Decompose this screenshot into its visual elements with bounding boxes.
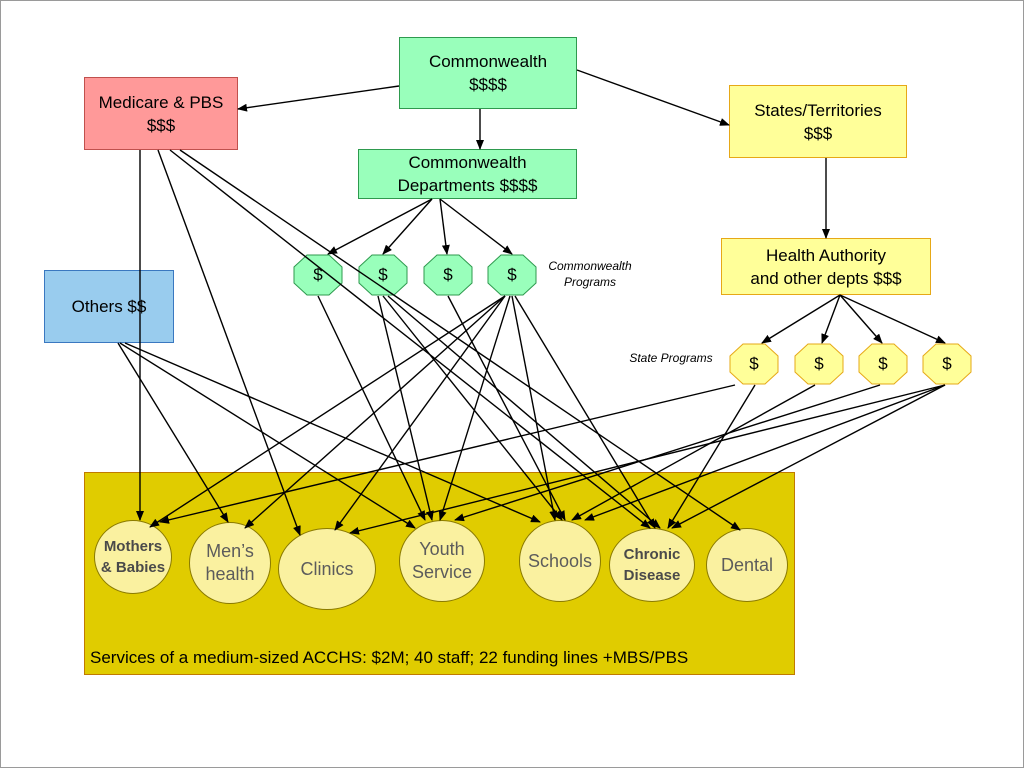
- chronic-line1: Chronic: [623, 546, 681, 563]
- mothers-line2: & Babies: [100, 559, 166, 576]
- state-program-3: $: [858, 343, 908, 385]
- commonwealth-box: Commonwealth $$$$: [399, 37, 577, 109]
- service-clinics: Clinics: [278, 528, 376, 610]
- schools-label: Schools: [527, 550, 593, 571]
- commonwealth-amount: $$$$: [469, 75, 507, 94]
- health-authority-line2: and other depts $$$: [750, 268, 902, 288]
- state-program-4: $: [922, 343, 972, 385]
- others-label: Others $$: [71, 297, 147, 316]
- program-symbol: $: [814, 354, 824, 373]
- health-authority-box: Health Authority and other depts $$$: [721, 238, 931, 295]
- program-symbol: $: [443, 265, 453, 284]
- others-box: Others $$: [44, 270, 174, 343]
- service-schools: Schools: [519, 520, 601, 602]
- service-mothers-babies: Mothers & Babies: [94, 520, 172, 594]
- mothers-line1: Mothers: [103, 538, 163, 555]
- dental-label: Dental: [720, 554, 774, 575]
- program-symbol: $: [878, 354, 888, 373]
- medicare-title: Medicare & PBS: [98, 92, 224, 112]
- medicare-pbs-box: Medicare & PBS $$$: [84, 77, 238, 150]
- state-program-2: $: [794, 343, 844, 385]
- state-programs-label: State Programs: [629, 351, 713, 365]
- states-title: States/Territories: [754, 100, 882, 120]
- commonwealth-departments-box: Commonwealth Departments $$$$: [358, 149, 577, 199]
- state-program-1: $: [729, 343, 779, 385]
- cw-programs-line1: Commonwealth: [548, 259, 632, 273]
- services-caption: Services of a medium-sized ACCHS: $2M; 4…: [90, 648, 689, 667]
- clinics-label: Clinics: [300, 558, 354, 579]
- service-dental: Dental: [706, 528, 788, 602]
- mens-line1: Men’s: [206, 541, 254, 561]
- commonwealth-title: Commonwealth: [428, 52, 548, 71]
- octagon-shape: [858, 343, 908, 385]
- medicare-amount: $$$: [146, 115, 176, 135]
- commonwealth-program-1: $: [293, 254, 343, 296]
- commonwealth-programs-label: Commonwealth Programs: [536, 258, 644, 290]
- states-territories-box: States/Territories $$$: [729, 85, 907, 158]
- youth-line1: Youth: [419, 539, 465, 559]
- cw-departments-line1: Commonwealth: [408, 153, 527, 172]
- program-symbol: $: [378, 265, 388, 284]
- chronic-line2: Disease: [623, 567, 681, 584]
- health-authority-line1: Health Authority: [765, 245, 886, 265]
- commonwealth-program-4: $: [487, 254, 537, 296]
- service-mens-health: Men’s health: [189, 522, 271, 604]
- program-symbol: $: [942, 354, 952, 373]
- octagon-shape: [922, 343, 972, 385]
- program-symbol: $: [749, 354, 759, 373]
- mens-line2: health: [205, 564, 255, 584]
- states-amount: $$$: [803, 123, 833, 143]
- commonwealth-program-3: $: [423, 254, 473, 296]
- cw-departments-line2: Departments $$$$: [397, 176, 538, 195]
- youth-line2: Service: [411, 562, 473, 582]
- program-symbol: $: [507, 265, 517, 284]
- commonwealth-program-2: $: [358, 254, 408, 296]
- program-symbol: $: [313, 265, 323, 284]
- cw-programs-line2: Programs: [563, 275, 616, 289]
- octagon-shape: [794, 343, 844, 385]
